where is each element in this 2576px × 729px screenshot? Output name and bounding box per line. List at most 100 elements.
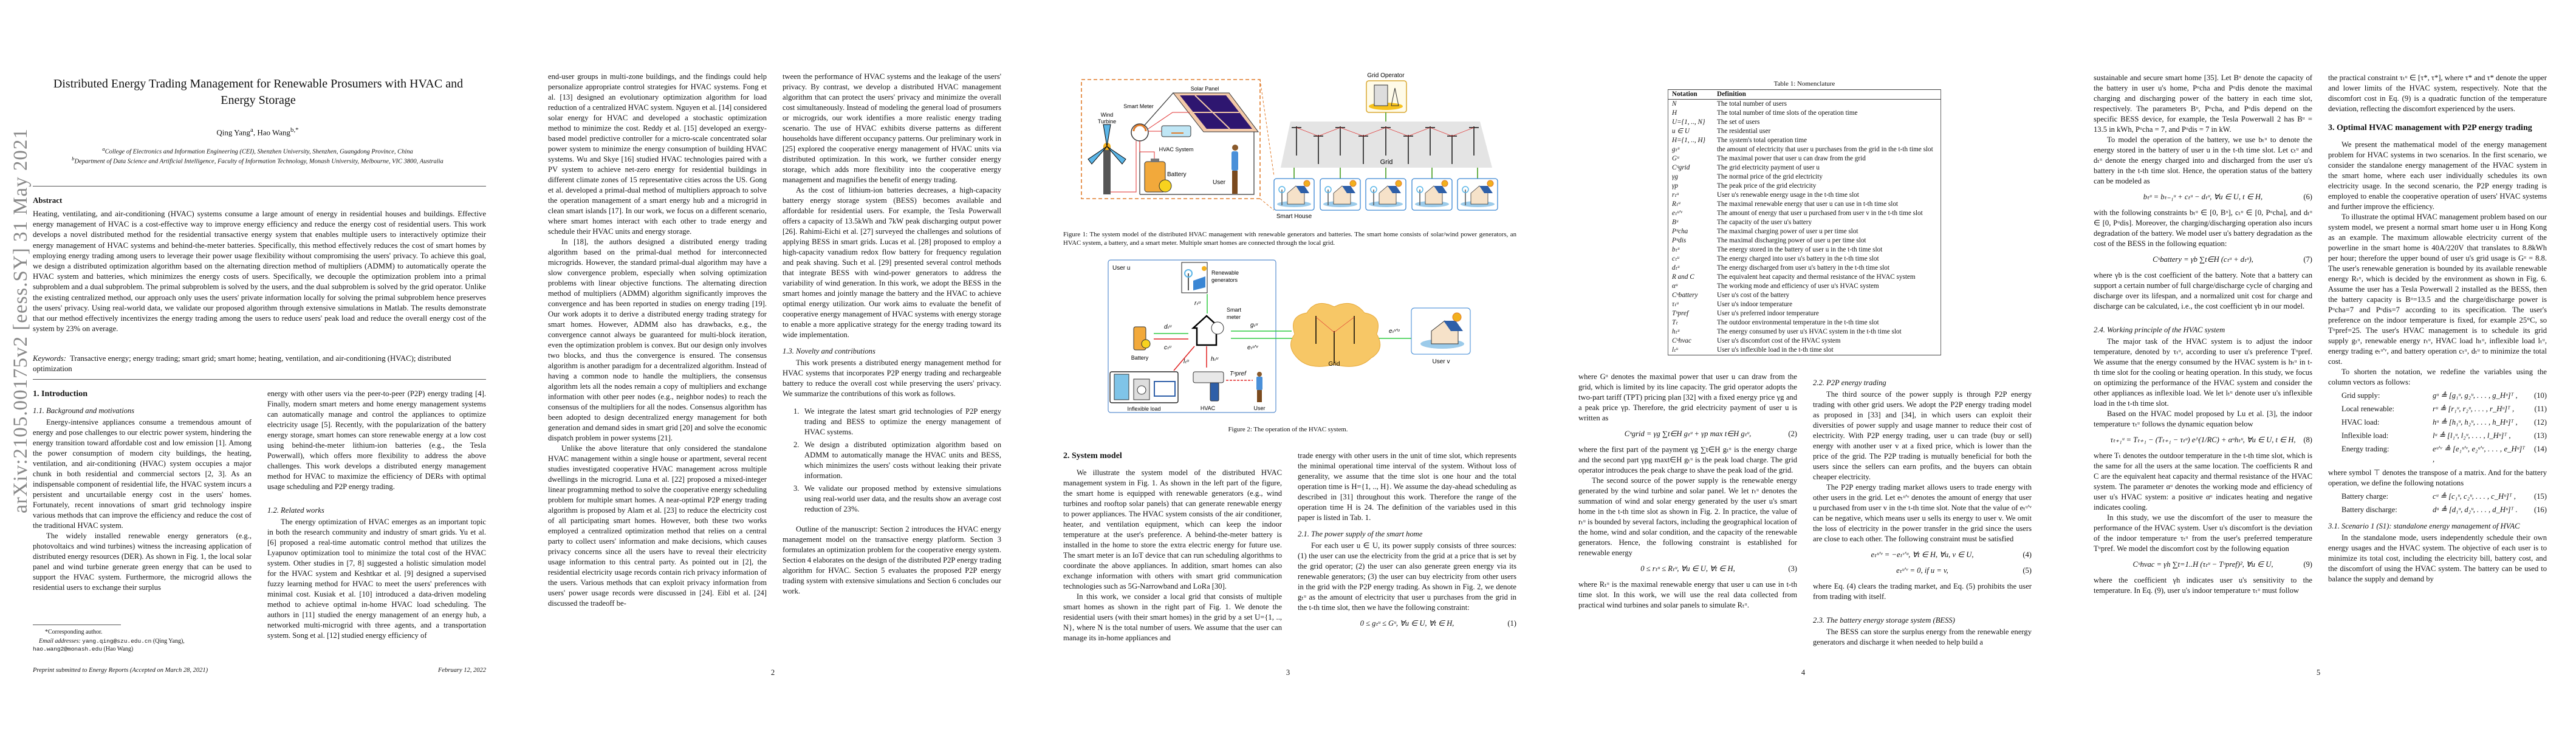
hvac-remote-icon xyxy=(1193,371,1224,402)
subsection-heading: 1.2. Related works xyxy=(267,506,324,515)
section-heading: 1. Introduction xyxy=(33,389,87,399)
vector-label: Energy trading: xyxy=(2341,445,2389,453)
page-number: 3 xyxy=(1286,668,1290,677)
list-number: 3. xyxy=(793,484,800,493)
list-text: We design a distributed optimization alg… xyxy=(804,440,1001,480)
equation-number: (15) xyxy=(2534,492,2547,501)
definition-cell: The system's total operation time xyxy=(1717,137,1807,144)
label-e-uv: eₜᵘ'ᵛ xyxy=(1247,344,1259,351)
notation-cell: hₜᵘ xyxy=(1672,328,1680,335)
vector-label: Grid supply: xyxy=(2341,391,2380,400)
appliances-icon xyxy=(1114,374,1176,400)
divider xyxy=(33,186,486,187)
definition-cell: User u's renewable energy usage in the t… xyxy=(1717,191,1859,199)
notation-cell: Cᵘhvac xyxy=(1672,337,1691,344)
notation-cell: U={1, .., N} xyxy=(1672,118,1705,126)
notation-cell: Tᵘpref xyxy=(1672,310,1689,317)
paragraph: In [18], the authors designed a distribu… xyxy=(548,238,767,442)
notation-cell: Pᵘdis xyxy=(1672,237,1687,244)
vector-formula: dᵘ ≜ [d₁ᵘ, d₂ᵘ, . . . , d_Hᵘ]ᵀ . xyxy=(2433,505,2518,514)
smart-houses xyxy=(1273,168,1498,211)
section-heading: 2. System model xyxy=(1063,451,1122,460)
author-mark: b,* xyxy=(290,126,299,134)
equation-body: Cᵘhvac = γh ∑t=1..H (τₜᵘ − Tᵘpref)², ∀u … xyxy=(2132,560,2273,569)
label-renewable: Renewable xyxy=(1211,270,1239,276)
spacer xyxy=(783,399,1001,406)
house-outline xyxy=(1139,92,1259,195)
grid-poles-icon xyxy=(1315,316,1355,363)
equation: eₜᵘ'ᵛ = −eₜᵛ'ᵘ, ∀t ∈ H, ∀u, v ∈ U, (4) xyxy=(1813,550,2032,560)
wire xyxy=(1148,112,1190,129)
authors: Qing Yanga, Hao Wangb,* xyxy=(216,126,299,137)
email-owner: (Qing Yang), xyxy=(152,638,185,645)
label-hvac: HVAC xyxy=(1201,405,1216,411)
smart-home-zoom-box xyxy=(1081,79,1261,199)
column-left: end-user groups in multi-zone buildings,… xyxy=(548,72,767,609)
affiliation-text: Department of Data Science and Artificia… xyxy=(74,158,444,165)
definition-cell: The normal price of the grid electricity xyxy=(1717,173,1823,180)
smart-house-icon xyxy=(1365,168,1406,211)
equation-number: (13) xyxy=(2534,431,2547,440)
definition-cell: User u's discomfort cost of the HVAC sys… xyxy=(1717,337,1841,344)
label-grid: Grid xyxy=(1380,159,1393,166)
notation-cell: Rₜᵘ xyxy=(1672,200,1680,208)
definition-cell: The energy discharged from user u's batt… xyxy=(1717,264,1890,272)
table-row: U={1, .., N} The set of users xyxy=(1668,118,1941,127)
figures: Solar Panel Smart Meter Wind Turbine HVA… xyxy=(1081,72,1498,413)
notation-cell: αᵘ xyxy=(1672,282,1678,290)
definition-cell: The maximal charging power of user u per… xyxy=(1717,228,1858,235)
label-c: cₜᵘ xyxy=(1164,344,1171,351)
column-left: sustainable and secure smart home [35]. … xyxy=(2094,73,2312,596)
column-right: trade energy with other users in the uni… xyxy=(1298,451,1516,634)
vector-formula: lᵘ ≜ [l₁ᵘ, l₂ᵘ, . . . , l_Hᵘ]ᵀ , xyxy=(2433,431,2511,440)
vector-definition: Inflexible load:lᵘ ≜ [l₁ᵘ, l₂ᵘ, . . . , … xyxy=(2328,431,2547,441)
column-right: energy with other users via the peer-to-… xyxy=(267,389,486,641)
label-g: gₜᵘ xyxy=(1250,322,1258,329)
email-link[interactable]: yang.qing@szu.edu.cn xyxy=(82,638,152,645)
vector-definition: HVAC load:hᵘ ≜ [h₁ᵘ, h₂ᵘ, . . . , h_Hᵘ]ᵀ… xyxy=(2328,417,2547,428)
definition-cell: User u's preferred indoor temperature xyxy=(1717,310,1819,317)
vector-formula: hᵘ ≜ [h₁ᵘ, h₂ᵘ, . . . , h_Hᵘ]ᵀ , xyxy=(2433,418,2518,426)
definition-cell: The peak price of the grid electricity xyxy=(1717,182,1817,190)
equation-body: eₜᵘ'ᵛ = −eₜᵛ'ᵘ, ∀t ∈ H, ∀u, v ∈ U, xyxy=(1871,550,1974,559)
footer-journal: Preprint submitted to Energy Reports (Ac… xyxy=(33,667,208,674)
list-item: 2.We design a distributed optimization a… xyxy=(793,440,1001,481)
equation-body: 0 ≤ gₜᵘ ≤ Gᵘ, ∀u ∈ U, ∀t ∈ H, xyxy=(1360,619,1454,628)
email-link[interactable]: hao.wang2@monash.edu xyxy=(33,646,103,652)
abstract-heading: Abstract xyxy=(33,196,63,205)
figure-2: User u Renewable generators rₜᵘ Smart me… xyxy=(1108,259,1471,413)
vector-formula: gᵘ ≜ [g₁ᵘ, g₂ᵘ, . . . , g_Hᵘ]ᵀ , xyxy=(2433,391,2518,400)
smart-house-icon xyxy=(1273,168,1315,211)
paragraph: The second source of the power supply is… xyxy=(1578,476,1798,557)
equation-number: (4) xyxy=(2023,550,2032,559)
paragraph: To model the operation of the battery, w… xyxy=(2094,135,2312,185)
table-row: Gᵘ The maximal power that user u can draw… xyxy=(1668,154,1941,163)
smart-house-icon xyxy=(1411,168,1453,211)
equation: Cᵘhvac = γh ∑t=1..H (τₜᵘ − Tᵘpref)², ∀u … xyxy=(2094,560,2313,570)
notation-cell: Gᵘ xyxy=(1672,155,1679,162)
definition-cell: The maximal power that user u can draw f… xyxy=(1717,155,1866,162)
label-l: lₜᵘ xyxy=(1184,358,1189,365)
paragraph: Unlike the above literature that only co… xyxy=(548,444,767,608)
spacer xyxy=(1813,602,2032,609)
definition-cell: The set of users xyxy=(1717,118,1760,126)
equation-body: eₜᵘ'ᵛ = 0, if u = v, xyxy=(1896,566,1948,575)
equation: bₜᵘ = bₜ₋₁ᵘ + cₜᵘ − dₜᵘ, ∀u ∈ U, t ∈ H,(… xyxy=(2094,192,2312,202)
table-caption: Table 1: Nomenclature xyxy=(1773,80,1835,87)
label-turbine: Turbine xyxy=(1098,118,1116,125)
figure-1-caption: Figure 1: The system model of the distri… xyxy=(1063,231,1516,247)
notation-cell: H xyxy=(1672,109,1677,117)
equation: 0 ≤ rₜᵘ ≤ Rₜᵘ, ∀u ∈ U, ∀t ∈ H,(3) xyxy=(1578,564,1797,574)
notation-cell: Cᵘgrid xyxy=(1672,164,1690,171)
spacer xyxy=(783,517,1001,524)
notation-cell: H={1, .., H} xyxy=(1672,137,1706,144)
user-v-home-icon xyxy=(1420,312,1464,349)
table-row: Tᵘpref User u's preferred indoor temperat… xyxy=(1668,309,1941,318)
paragraph: where the first part of the payment γg ∑… xyxy=(1578,445,1797,474)
